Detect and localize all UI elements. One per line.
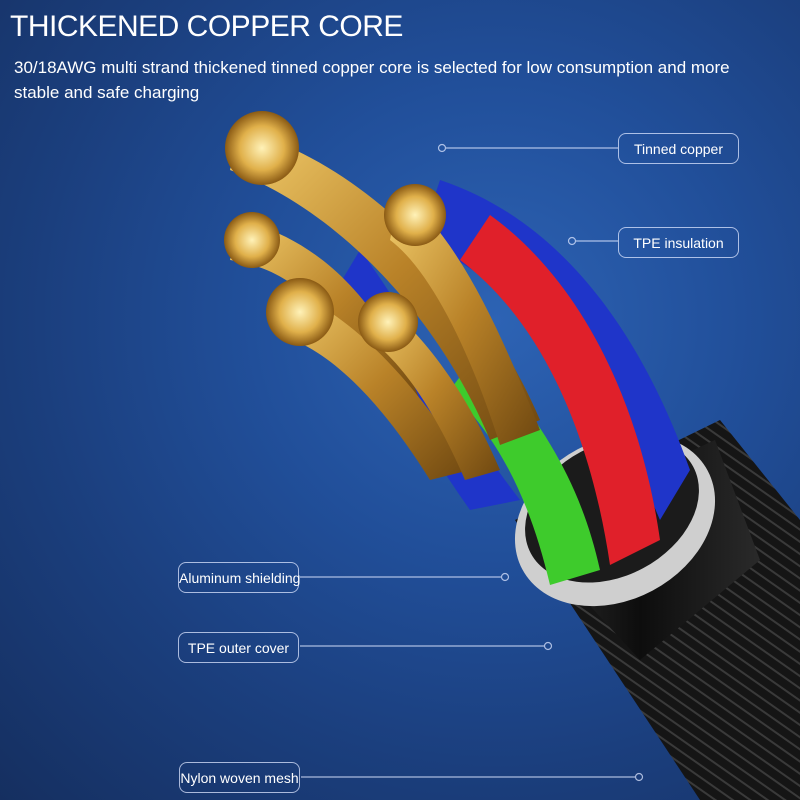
tinned-copper-strands xyxy=(230,130,540,440)
label-tinned-copper: Tinned copper xyxy=(618,133,739,164)
label-tpe-insulation: TPE insulation xyxy=(618,227,739,258)
label-tpe-outer-cover: TPE outer cover xyxy=(178,632,299,663)
page-title: THICKENED COPPER CORE xyxy=(10,10,403,43)
label-aluminum-shielding: Aluminum shielding xyxy=(178,562,300,593)
copper-bundle-end xyxy=(225,111,299,185)
description: 30/18AWG multi strand thickened tinned c… xyxy=(14,58,730,102)
label-nylon-woven-mesh: Nylon woven mesh xyxy=(179,762,300,793)
red-wire xyxy=(460,215,660,565)
